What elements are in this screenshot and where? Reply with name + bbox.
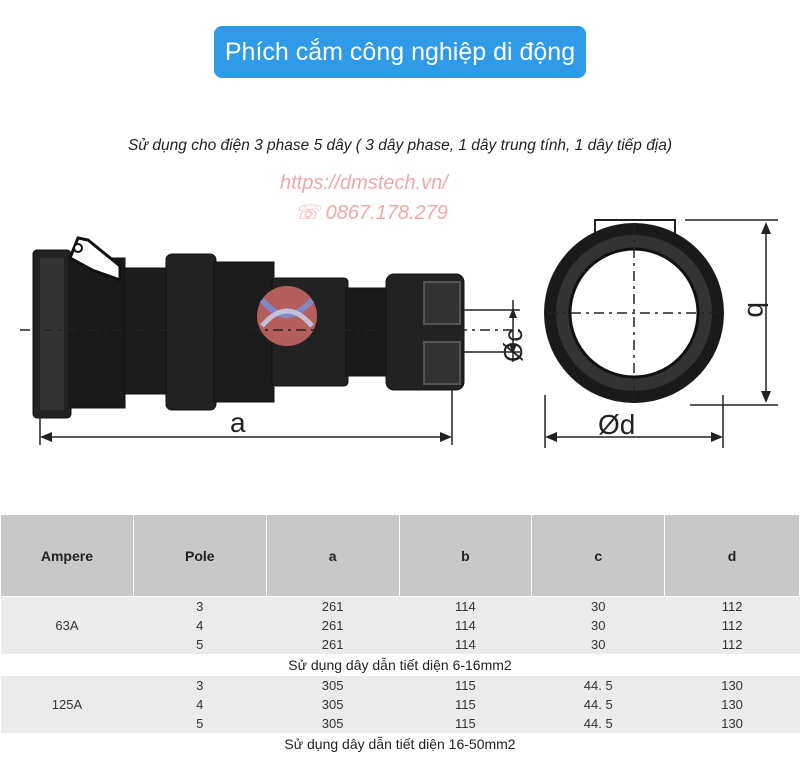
spec-table: Ampere Pole a b c d 63A 3 261 114 30 112… <box>0 514 800 755</box>
watermark-url: https://dmstech.vn/ <box>280 172 448 194</box>
page-title: Phích cắm công nghiệp di động <box>224 37 576 66</box>
note-row: Sử dụng dây dẫn tiết diện 6-16mm2 <box>0 654 800 676</box>
a-cell: 305 <box>266 695 400 714</box>
title-badge: Phích cắm công nghiệp di động <box>214 26 586 78</box>
a-cell: 305 <box>266 714 400 733</box>
b-cell: 115 <box>399 695 532 714</box>
d-cell: 112 <box>664 596 800 616</box>
wire-note: Sử dụng dây dẫn tiết diện 6-16mm2 <box>0 654 800 676</box>
label-a: a <box>230 407 246 438</box>
plug-side-view <box>32 236 465 419</box>
watermark-phone: ☏ 0867.178.279 <box>295 202 448 224</box>
d-cell: 112 <box>664 616 800 635</box>
table-row: 4 305 115 44. 5 130 <box>1 695 800 714</box>
b-cell: 115 <box>399 714 532 733</box>
watermark-logo <box>257 286 317 346</box>
d-cell: 130 <box>664 695 800 714</box>
b-cell: 114 <box>399 635 532 654</box>
c-cell: 30 <box>531 596 665 616</box>
c-cell: 44. 5 <box>531 695 665 714</box>
header-ampere: Ampere <box>0 514 134 597</box>
table-row: 5 261 114 30 112 <box>1 635 800 654</box>
table-row: 5 305 115 44. 5 130 <box>1 714 800 733</box>
c-cell: 30 <box>531 616 665 635</box>
header-d: d <box>664 514 800 597</box>
pole-cell: 5 <box>133 635 267 654</box>
header-pole: Pole <box>132 514 267 597</box>
pole-cell: 3 <box>133 676 267 695</box>
label-d: Ød <box>598 409 635 440</box>
header-c: c <box>531 514 666 597</box>
table-header-row: Ampere Pole a b c d <box>0 514 800 597</box>
plug-front-view <box>544 219 724 403</box>
subtitle: Sử dụng cho điện 3 phase 5 dây ( 3 dây p… <box>127 137 673 154</box>
b-cell: 114 <box>399 596 532 616</box>
label-b: b <box>742 302 773 318</box>
b-cell: 114 <box>399 616 532 635</box>
table-row: 63A 3 261 114 30 112 <box>0 596 800 654</box>
technical-drawing: a Øc b Ød <box>20 219 778 448</box>
d-cell: 130 <box>664 714 800 733</box>
a-cell: 261 <box>266 596 400 616</box>
ampere-cell: 125A <box>0 676 134 733</box>
table-row: 125A 3 305 115 44. 5 130 <box>0 676 800 733</box>
pole-cell: 5 <box>133 714 267 733</box>
label-c: Øc <box>498 329 528 362</box>
ampere-cell: 63A <box>0 596 134 654</box>
a-cell: 305 <box>266 676 400 695</box>
c-cell: 44. 5 <box>531 676 665 695</box>
d-cell: 112 <box>664 635 800 654</box>
a-cell: 261 <box>266 616 400 635</box>
header-a: a <box>265 514 400 597</box>
pole-cell: 4 <box>133 616 267 635</box>
note-row: Sử dụng dây dẫn tiết diện 16-50mm2 <box>0 733 800 755</box>
d-cell: 130 <box>664 676 800 695</box>
b-cell: 115 <box>399 676 532 695</box>
pole-cell: 4 <box>133 695 267 714</box>
table-row: 4 261 114 30 112 <box>1 616 800 635</box>
pole-cell: 3 <box>133 596 267 616</box>
a-cell: 261 <box>266 635 400 654</box>
c-cell: 30 <box>531 635 665 654</box>
header-b: b <box>398 514 533 597</box>
wire-note: Sử dụng dây dẫn tiết diện 16-50mm2 <box>0 733 800 755</box>
c-cell: 44. 5 <box>531 714 665 733</box>
